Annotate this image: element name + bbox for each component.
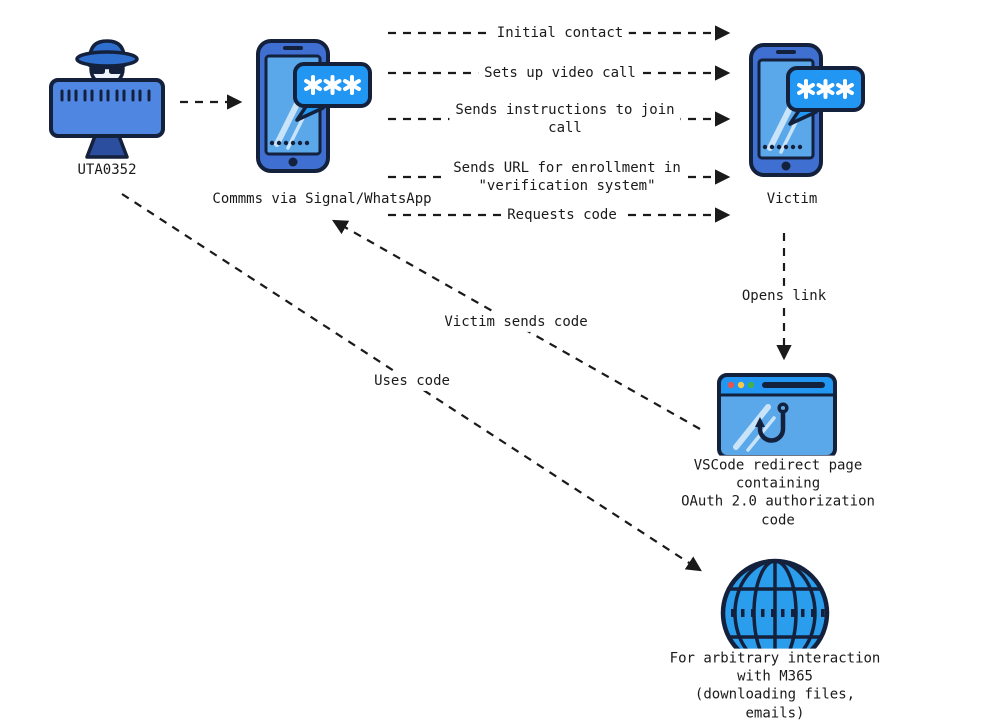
monitor-stand [85, 134, 129, 159]
chat-bubble-icon [786, 66, 865, 126]
phone-chat-icon [256, 39, 372, 173]
phone-speaker [283, 46, 303, 50]
node-redirect-page [716, 372, 838, 460]
node-label-m365: For arbitrary interaction with M365 (dow… [662, 648, 888, 720]
edge-label-enrollment-url: Sends URL for enrollment in "verificatio… [447, 157, 687, 197]
node-label-comms-phone: Commms via Signal/WhatsApp [206, 188, 438, 210]
edge-label-join-instructions: Sends instructions to join call [449, 99, 681, 139]
screen-dots [762, 144, 803, 150]
screen-dots [269, 140, 310, 146]
monitor-screen [49, 78, 165, 138]
edge-label-opens-link: Opens link [735, 285, 833, 307]
globe-icon [720, 558, 830, 668]
binary-ticks [60, 89, 151, 102]
node-victim [748, 42, 866, 178]
node-label-victim: Victim [760, 188, 824, 210]
phone-speaker [776, 50, 796, 54]
node-attacker [47, 36, 167, 164]
browser-phishing-page-icon [717, 373, 837, 459]
phone-chat-icon [749, 43, 865, 177]
browser-dot-yellow [737, 381, 745, 389]
edge-label-video-call: Sets up video call [478, 62, 642, 84]
hacker-at-monitor-icon [49, 39, 165, 159]
edge-label-uses-code: Uses code [368, 370, 456, 392]
asterisks-icon [304, 75, 361, 95]
edge-label-victim-sends-code: Victim sends code [438, 311, 594, 333]
node-comms-phone [255, 38, 373, 174]
browser-dot-red [727, 381, 735, 389]
address-bar [762, 382, 825, 388]
edge-label-initial-contact: Initial contact [490, 22, 630, 44]
home-button [781, 161, 791, 171]
node-label-attacker: UTA0352 [71, 159, 143, 181]
fishing-hook-icon [755, 402, 789, 443]
edge-label-requests-code: Requests code [501, 204, 623, 226]
browser-dot-green [747, 381, 755, 389]
chat-bubble-icon [293, 62, 372, 122]
node-m365 [718, 556, 832, 670]
home-button [288, 157, 298, 167]
node-label-redirect-page: VSCode redirect page containing OAuth 2.… [667, 455, 889, 531]
asterisks-icon [797, 79, 854, 99]
